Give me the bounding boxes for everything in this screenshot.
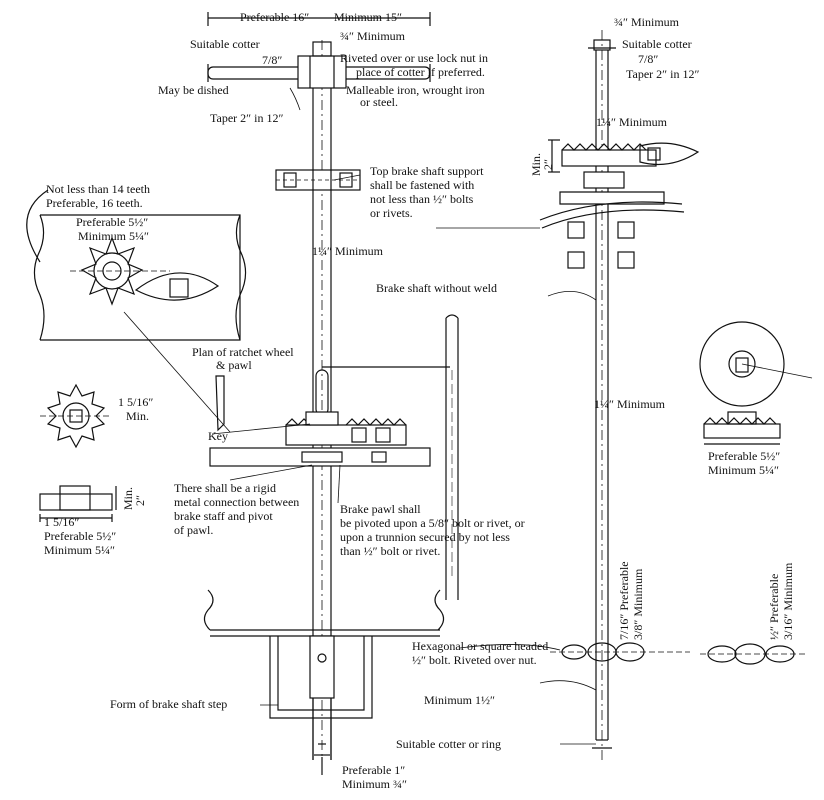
label-riveted-over-1: Riveted over or use lock nut in — [340, 51, 488, 65]
label-rigid-3: brake staff and pivot — [174, 509, 273, 523]
key-leader — [211, 423, 311, 435]
brake-shaft-step — [203, 589, 445, 760]
bottom-dimension — [314, 743, 330, 775]
label-chain-316: 3/16″ Minimum — [781, 562, 795, 640]
label-chain-716: 7/16″ Preferable — [617, 561, 631, 640]
label-min-dot: Min. — [126, 409, 150, 423]
label-chain-12: ½″ Preferable — [767, 573, 781, 640]
label-min-3-4: Minimum ¾″ — [342, 777, 408, 791]
label-right-cotter: Suitable cotter — [622, 37, 692, 51]
label-min-one-half: Minimum 1½″ — [424, 693, 496, 707]
label-riveted-over-2: place of cotter if preferred. — [356, 65, 485, 79]
label-rigid-4: of pawl. — [174, 523, 214, 537]
label-hex-2: ½″ bolt. Riveted over nut. — [412, 653, 537, 667]
label-right-min-5-quarter: Minimum 5¼″ — [708, 463, 780, 477]
label-min-5-quarter: Minimum 5¼″ — [78, 229, 150, 243]
label-pawl-2: be pivoted upon a 5/8″ bolt or rivet, or — [340, 516, 525, 530]
brake-staff — [445, 314, 459, 600]
label-pawl-4: than ½″ bolt or rivet. — [340, 544, 441, 558]
label-minimum-15: Minimum 15″ — [334, 10, 403, 24]
label-rigid-1: There shall be a rigid — [174, 481, 276, 495]
ratchet-assembly-side — [209, 366, 450, 467]
label-right-pref-5-half: Preferable 5½″ — [708, 449, 781, 463]
brake-handle — [207, 41, 431, 89]
label-right-one-quarter-min: 1¼″ Minimum — [596, 115, 668, 129]
right-ratchet-assembly — [539, 142, 700, 269]
label-rigid-2: metal connection between — [174, 495, 300, 509]
label-min-5-quarter-b: Minimum 5¼″ — [44, 543, 116, 557]
label-right-seven-eighths: 7/8″ — [638, 52, 659, 66]
label-may-be-dished: May be dished — [158, 83, 229, 97]
top-width-dimension — [207, 12, 431, 26]
label-top-support-2: shall be fastened with — [370, 178, 475, 192]
rigid-leader — [229, 464, 313, 481]
label-malleable-2: or steel. — [360, 95, 398, 109]
label-right-mid-min: 1¼″ Minimum — [594, 397, 666, 411]
taper-leader — [289, 87, 301, 111]
label-right-taper: Taper 2″ in 12″ — [626, 67, 700, 81]
pawl-leader — [337, 464, 341, 504]
label-two-inch: 2″ — [133, 495, 147, 506]
label-malleable-1: Malleable iron, wrought iron — [346, 83, 485, 97]
ratchet-wheel-front — [40, 383, 112, 449]
label-teeth-2: Preferable, 16 teeth. — [46, 196, 143, 210]
label-key: Key — [208, 429, 228, 443]
label-top-support-3: not less than ½″ bolts — [370, 192, 474, 206]
teeth-leader — [26, 189, 49, 263]
label-top-min-3-4: ¾″ Minimum — [340, 29, 406, 43]
label-pref-5-half: Preferable 5½″ — [76, 215, 149, 229]
label-pref-5-half-b: Preferable 5½″ — [44, 529, 117, 543]
label-shaft-without-weld: Brake shaft without weld — [376, 281, 497, 295]
label-right-two-inch: 2″ — [541, 159, 555, 170]
label-hex-1: Hexagonal or square headed — [412, 639, 549, 653]
right-chain-on-shaft — [550, 642, 690, 662]
label-one-5-16-b: 1 5/16″ — [44, 515, 80, 529]
support-note-leader — [333, 174, 361, 181]
right-wheel-plan — [699, 321, 813, 445]
label-taper: Taper 2″ in 12″ — [210, 111, 284, 125]
hex-leader — [459, 644, 561, 651]
label-suitable-cotter: Suitable cotter — [190, 37, 260, 51]
label-chain-38: 3/8″ Minimum — [631, 568, 645, 640]
top-brake-shaft-support — [275, 169, 361, 191]
label-right-top-min: ¾″ Minimum — [614, 15, 680, 29]
label-pawl-3: upon a trunnion secured by not less — [340, 530, 510, 544]
label-cotter-ring: Suitable cotter or ring — [396, 737, 501, 751]
key-shape — [215, 375, 225, 432]
min-one-half-leader — [539, 680, 597, 691]
separate-chain — [700, 643, 808, 665]
label-top-support-1: Top brake shaft support — [370, 164, 484, 178]
label-pref-1: Preferable 1″ — [342, 763, 406, 777]
label-teeth-1: Not less than 14 teeth — [46, 182, 150, 196]
label-plan-ratchet-1: Plan of ratchet wheel — [192, 345, 294, 359]
ratchet-plan-detail — [33, 214, 247, 341]
label-one-5-16: 1 5/16″ — [118, 395, 154, 409]
label-preferable-16: Preferable 16″ — [240, 10, 310, 24]
plan-leader — [123, 311, 231, 433]
shaft-weld-leader — [547, 291, 597, 301]
label-form-step: Form of brake shaft step — [110, 697, 228, 711]
label-plan-ratchet-2: & pawl — [216, 358, 252, 372]
label-top-support-4: or rivets. — [370, 206, 413, 220]
label-seven-eighths: 7/8″ — [262, 53, 283, 67]
ratchet-wheel-side — [39, 485, 117, 522]
right-brake-shaft — [588, 30, 616, 760]
label-pawl-1: Brake pawl shall — [340, 502, 421, 516]
label-one-quarter-min: 1¼″ Minimum — [312, 244, 384, 258]
